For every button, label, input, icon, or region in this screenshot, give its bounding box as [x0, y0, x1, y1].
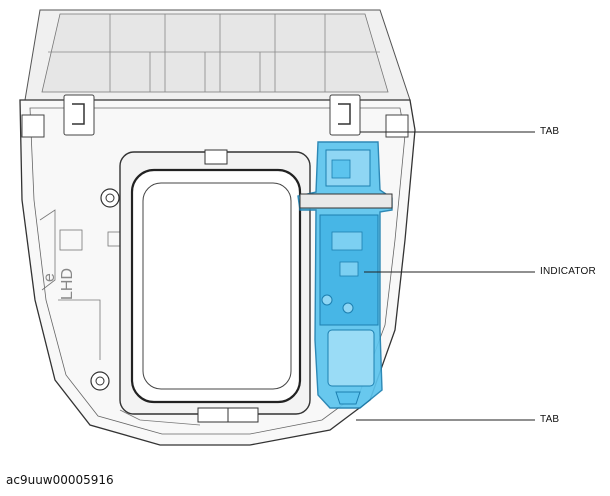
callout-indicator: INDICATOR: [540, 266, 596, 277]
callout-tab-top: TAB: [540, 126, 560, 137]
shifter-opening: [119, 149, 311, 423]
top-cover: [24, 9, 411, 101]
indicator-assembly: [297, 141, 393, 409]
callout-tab-bottom: TAB: [540, 414, 560, 425]
leader-lines: [356, 131, 535, 421]
e-mark-label: e: [41, 273, 58, 282]
lhd-label: LHD: [59, 268, 76, 300]
figure-caption: ac9uuw00005916: [6, 473, 114, 487]
